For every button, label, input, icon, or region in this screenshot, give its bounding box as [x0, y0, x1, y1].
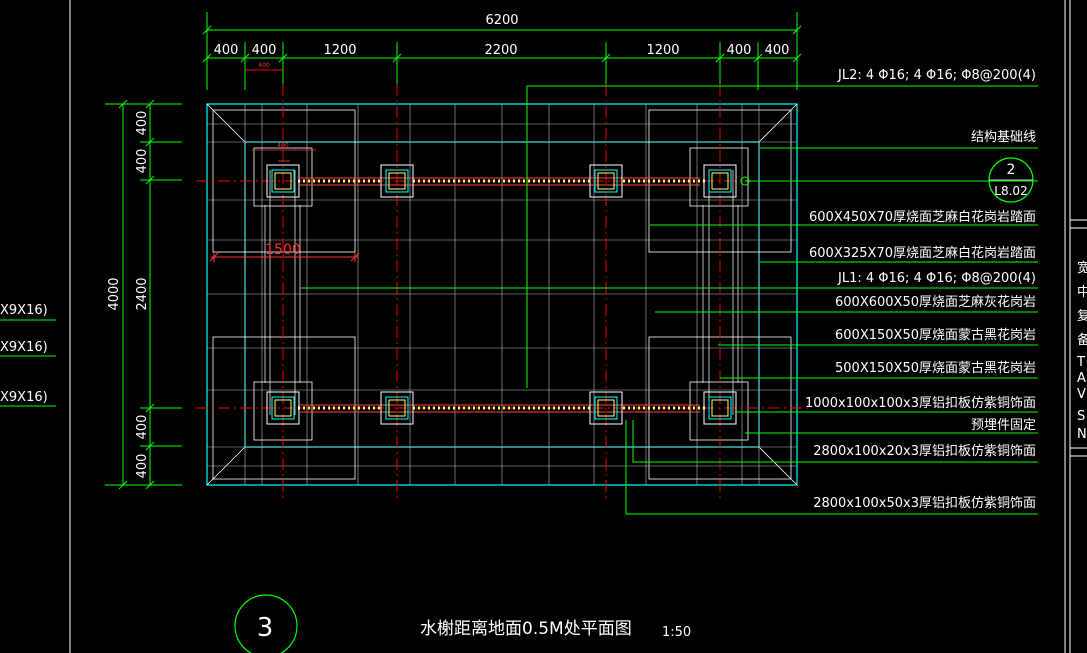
- label-embedded-fixing: 预埋件固定: [971, 418, 1036, 433]
- right-fragment-8: S: [1077, 409, 1085, 424]
- label-step-600x450: 600X450X70厚烧面芝麻白花岗岩踏面: [809, 209, 1036, 225]
- beam-lines: [300, 177, 700, 413]
- column-5: [266, 391, 300, 425]
- leader-lines: [300, 85, 1038, 515]
- title-number: 3: [257, 613, 274, 643]
- label-500x150-granite: 500X150X50厚烧面蒙古黑花岗岩: [835, 360, 1036, 376]
- dim-span-1500: 1500: [265, 242, 301, 258]
- span-dim: [209, 252, 360, 262]
- column-4: [703, 164, 737, 198]
- right-partial-labels: 宽 中 复 备 T A V S N: [1076, 260, 1087, 442]
- title-scale: 1:50: [662, 625, 691, 640]
- drawing-title: 3 水榭距离地面0.5M处平面图 1:50: [234, 594, 691, 653]
- label-600x600-granite: 600X600X50厚烧面芝麻灰花岗岩: [835, 294, 1036, 310]
- right-fragment-1: 宽: [1077, 260, 1087, 276]
- dim-left-seg-5: 400: [135, 454, 150, 479]
- left-dimensions: [105, 99, 182, 490]
- label-step-600x325: 600X325X70厚烧面芝麻白花岗岩踏面: [809, 245, 1036, 261]
- dim-top-total: 6200: [485, 13, 518, 28]
- label-foundation-line: 结构基础线: [971, 130, 1036, 145]
- column-3: [589, 164, 623, 198]
- left-partial-labels: X9X16) X9X16) X9X16): [0, 303, 56, 407]
- column-1: [266, 164, 300, 198]
- drawing-frame: [69, 0, 1087, 653]
- label-2800x100x20-aluminum: 2800x100x20x3厚铝扣板仿紫铜饰面: [813, 444, 1036, 459]
- right-fragment-2: 中: [1077, 285, 1087, 300]
- column-dim: [252, 149, 316, 162]
- annotation-labels: JL2: 4 Φ16; 4 Φ16; Φ8@200(4) 结构基础线 600X4…: [805, 68, 1036, 511]
- right-fragment-3: 复: [1077, 309, 1087, 324]
- column-dim-text: 400: [277, 142, 289, 149]
- centerlines: [196, 84, 808, 500]
- label-jl2: JL2: 4 Φ16; 4 Φ16; Φ8@200(4): [837, 68, 1036, 83]
- dim-top-seg-1: 400: [214, 43, 239, 58]
- label-2800x100x50-aluminum: 2800x100x50x3厚铝扣板仿紫铜饰面: [813, 496, 1036, 511]
- column-6: [380, 391, 414, 425]
- left-fragment-3: X9X16): [0, 390, 48, 405]
- dim-left-seg-3: 2400: [135, 277, 150, 310]
- dim-left-seg-1: 400: [135, 111, 150, 136]
- callout-number: 2: [1007, 162, 1016, 178]
- label-1000x100-aluminum: 1000x100x100x3厚铝扣板仿紫铜饰面: [805, 396, 1036, 411]
- right-fragment-4: 备: [1077, 332, 1087, 348]
- column-7: [589, 391, 623, 425]
- right-fragment-6: A: [1077, 371, 1086, 386]
- columns: [266, 164, 737, 425]
- right-fragment-9: N: [1077, 427, 1087, 442]
- right-fragment-5: T: [1076, 355, 1085, 370]
- left-fragment-2: X9X16): [0, 340, 48, 355]
- dim-top-seg-6: 400: [727, 43, 752, 58]
- dim-small-400: 400: [258, 62, 270, 69]
- dim-top-seg-5: 1200: [646, 43, 679, 58]
- dim-left-seg-4: 400: [135, 415, 150, 440]
- dim-left-total: 4000: [107, 277, 122, 310]
- title-text: 水榭距离地面0.5M处平面图: [420, 619, 632, 639]
- top-dimensions: [202, 12, 802, 90]
- dim-top-seg-2: 400: [252, 43, 277, 58]
- right-fragment-7: V: [1077, 387, 1086, 402]
- dim-top-seg-4: 2200: [484, 43, 517, 58]
- dim-top-seg-3: 1200: [323, 43, 356, 58]
- dim-left-seg-2: 400: [135, 149, 150, 174]
- label-jl1: JL1: 4 Φ16; 4 Φ16; Φ8@200(4): [837, 271, 1036, 286]
- column-8: [703, 391, 737, 425]
- left-fragment-1: X9X16): [0, 303, 48, 318]
- label-600x150-granite: 600X150X50厚烧面蒙古黑花岗岩: [835, 327, 1036, 343]
- dim-top-seg-7: 400: [765, 43, 790, 58]
- callout-sheet: L8.02: [994, 184, 1027, 198]
- plan-outline: [206, 103, 798, 486]
- section-callout: 2 L8.02: [988, 157, 1034, 203]
- column-2: [380, 164, 414, 198]
